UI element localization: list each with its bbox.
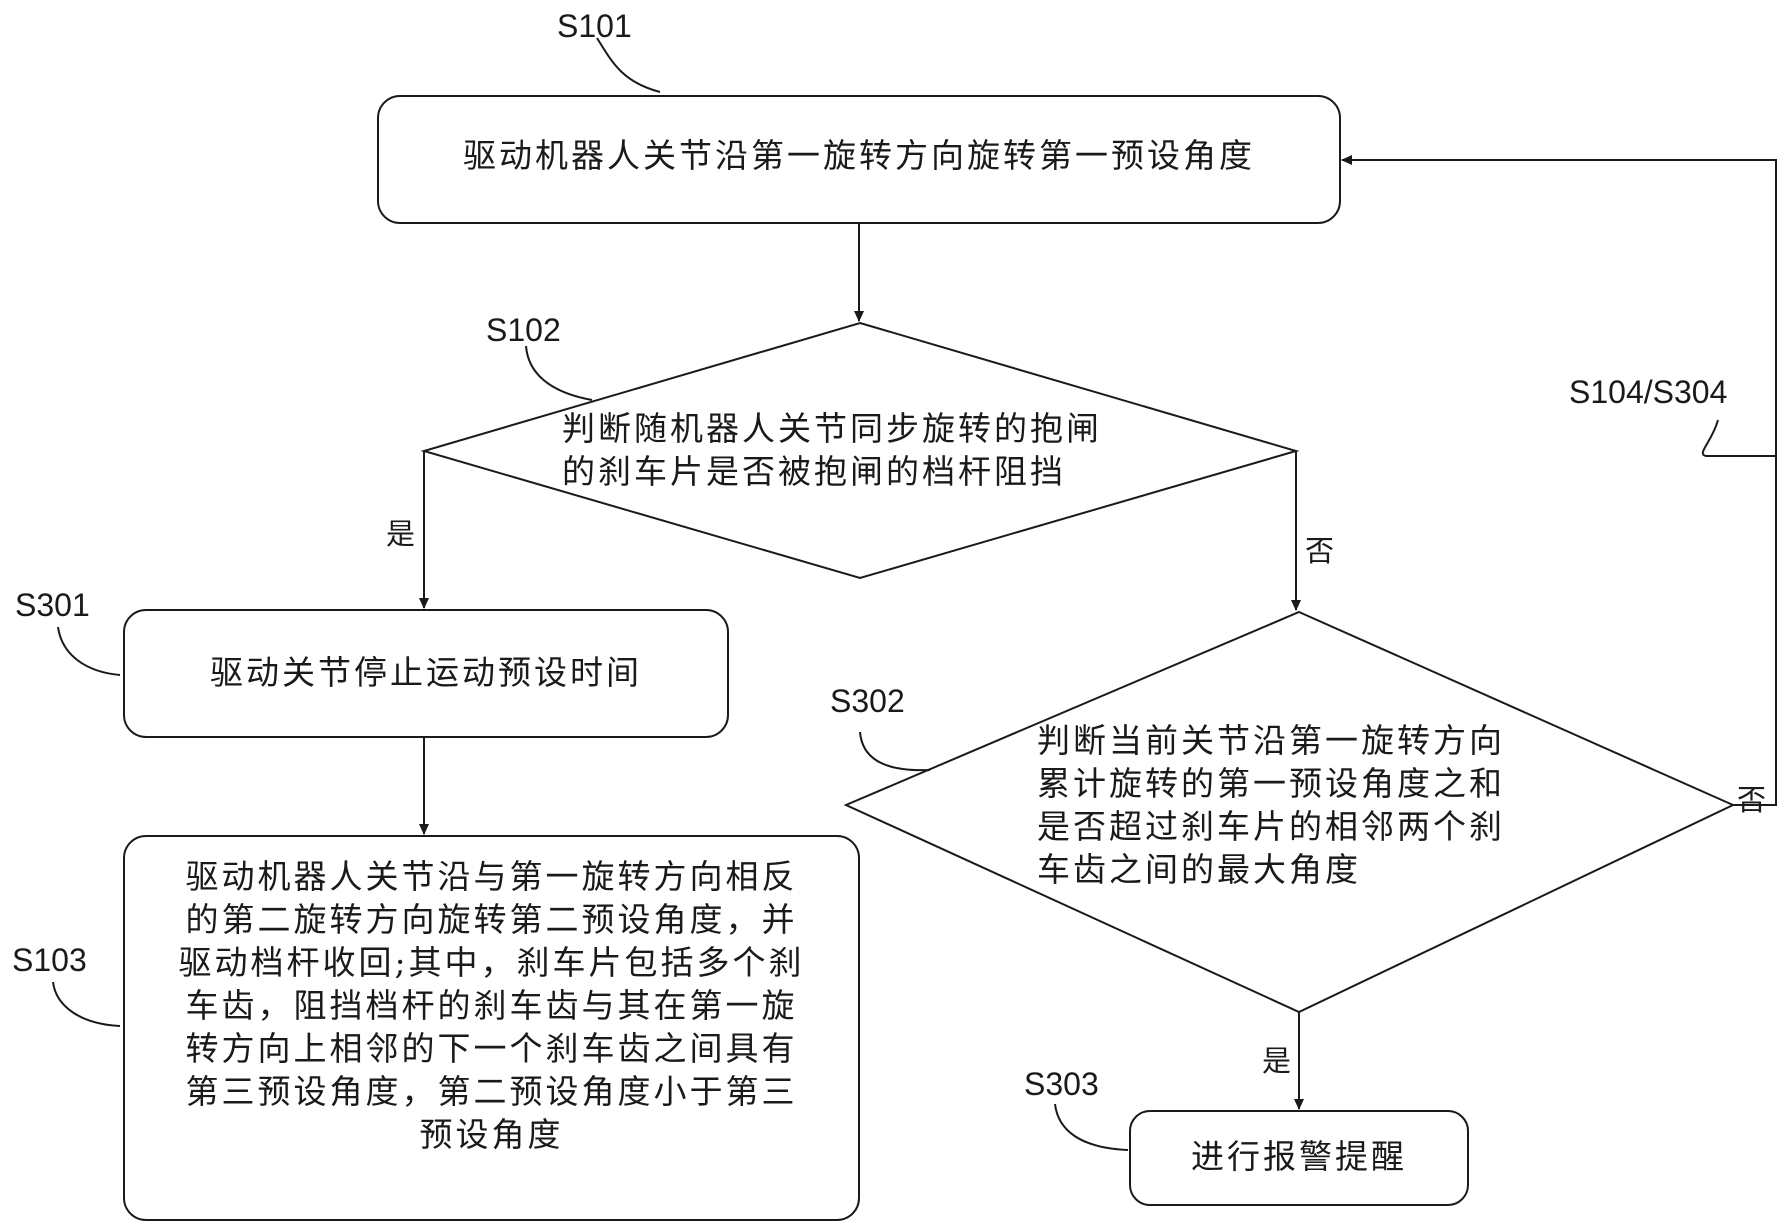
step-label-s301: S301 (15, 587, 90, 623)
s103-leader (52, 981, 121, 1027)
s102-text: 判断随机器人关节同步旋转的抱闸 的刹车片是否被抱闸的档杆阻挡 (562, 409, 1102, 491)
step-label-s104-s304: S104/S304 (1569, 374, 1728, 410)
edge-s302-loop-s101 (1341, 155, 1777, 806)
s301-leader (57, 626, 121, 676)
step-label-s102: S102 (486, 312, 561, 348)
s104-leader (1701, 419, 1776, 457)
edge-label-s302-no: 否 (1737, 783, 1767, 817)
edge-label-s302-yes: 是 (1262, 1044, 1292, 1078)
edge-label-s102-yes: 是 (386, 517, 416, 551)
s103-box (123, 835, 860, 1221)
s103-text: 驱动机器人关节沿与第一旋转方向相反 的第二旋转方向旋转第二预设角度，并 驱动档杆… (178, 857, 805, 1154)
step-label-s303: S303 (1024, 1066, 1099, 1102)
s102-diamond (420, 321, 1300, 580)
s101-leader (596, 37, 661, 93)
edge-label-s102-no: 否 (1305, 534, 1335, 568)
s302-leader (859, 731, 931, 772)
s303-box (1129, 1110, 1469, 1206)
s303-leader (1054, 1103, 1129, 1151)
step-label-s103: S103 (12, 942, 87, 978)
s101-text: 驱动机器人关节沿第一旋转方向旋转第一预设角度 (463, 136, 1255, 175)
s301-box (123, 609, 729, 738)
step-label-s302: S302 (830, 683, 905, 719)
s302-text: 判断当前关节沿第一旋转方向 累计旋转的第一预设角度之和 是否超过刹车片的相邻两个… (1037, 721, 1505, 889)
s303-text: 进行报警提醒 (1191, 1137, 1407, 1176)
s301-text: 驱动关节停止运动预设时间 (210, 653, 642, 692)
step-label-s101: S101 (557, 8, 632, 44)
s102-leader (525, 345, 593, 401)
